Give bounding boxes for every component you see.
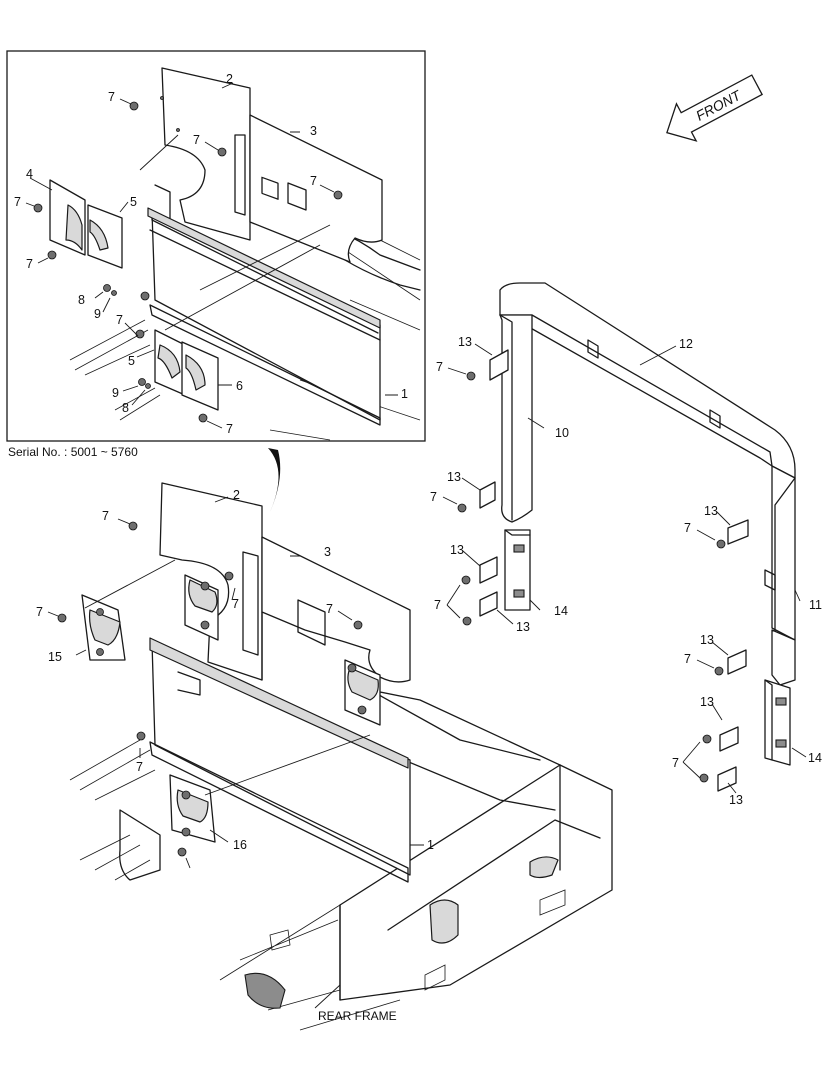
main-bolts — [57, 521, 363, 857]
part-12-bar — [499, 282, 796, 479]
inset-callout: 4 — [26, 167, 33, 181]
inset-bolts — [33, 101, 343, 423]
inset-callout: 7 — [26, 257, 33, 271]
guard-callout: 13 — [458, 335, 472, 349]
guard-callout: 13 — [700, 695, 714, 709]
serial-number-label: Serial No. : 5001 ~ 5760 — [8, 445, 138, 459]
guard-callout-extra: 13 — [729, 793, 743, 807]
guard-callout: 10 — [555, 426, 569, 440]
inset-callout: 9 — [112, 386, 119, 400]
part-15-clamp — [81, 594, 126, 661]
inset-callouts: 7 2 7 3 7 4 7 5 7 8 9 7 5 6 9 8 7 1 — [14, 72, 408, 436]
rear-frame: REAR FRAME — [69, 689, 613, 1031]
inset-detail: 7 2 7 3 7 4 7 5 7 8 9 7 5 6 9 8 7 1 — [6, 50, 426, 442]
inset-callout: 2 — [226, 72, 233, 86]
guard-callout: 14 — [808, 751, 822, 765]
part-14-block-right — [764, 679, 791, 766]
guard-callout: 7 — [672, 756, 679, 770]
inset-callout: 8 — [78, 293, 85, 307]
part-10-post — [499, 314, 533, 523]
main-callout: 7 — [102, 509, 109, 523]
inset-callout: 7 — [193, 133, 200, 147]
inset-part-2-plate — [161, 67, 251, 241]
part-14-block-left — [504, 529, 531, 611]
inset-callout: 5 — [128, 354, 135, 368]
guard-callout: 7 — [434, 598, 441, 612]
guard-callout: 7 — [430, 490, 437, 504]
part-3-plate — [261, 536, 411, 683]
inset-callout: 8 — [122, 401, 129, 415]
main-callout: 16 — [233, 838, 247, 852]
main-callout: 15 — [48, 650, 62, 664]
guard-callouts: 13 7 12 10 13 7 13 7 14 13 7 11 13 7 13 … — [430, 335, 822, 770]
inset-callout: 9 — [94, 307, 101, 321]
main-callout: 7 — [36, 605, 43, 619]
main-callout: 3 — [324, 545, 331, 559]
part-16-clamp — [169, 774, 216, 843]
inset-callout: 3 — [310, 124, 317, 138]
main-assembly: REAR FRAME — [36, 482, 613, 1031]
inset-clamp-lower — [154, 329, 219, 411]
inset-callout: 5 — [130, 195, 137, 209]
guard-callout: 13 — [516, 620, 530, 634]
guard-callout: 12 — [679, 337, 693, 351]
guard-callout: 13 — [450, 543, 464, 557]
inset-callout: 7 — [310, 174, 317, 188]
main-callout: 2 — [233, 488, 240, 502]
guard-callout: 7 — [684, 521, 691, 535]
inset-callout: 1 — [401, 387, 408, 401]
main-callout: 1 — [427, 838, 434, 852]
guard-callout: 14 — [554, 604, 568, 618]
guard-callout: 7 — [684, 652, 691, 666]
guard-bolts — [457, 371, 726, 783]
main-callout: 7 — [326, 602, 333, 616]
main-callouts: 2 7 3 7 7 15 7 16 7 1 — [36, 488, 434, 852]
guard-callout: 13 — [700, 633, 714, 647]
inset-callout: 6 — [236, 379, 243, 393]
inset-callout: 7 — [14, 195, 21, 209]
guard-callout: 13 — [447, 470, 461, 484]
inset-callout: 7 — [116, 313, 123, 327]
clamp-mid-right — [344, 659, 381, 726]
guard-frame: 13 7 12 10 13 7 13 7 14 13 7 11 13 7 13 … — [430, 282, 822, 807]
inset-callout: 7 — [226, 422, 233, 436]
front-direction-arrow: FRONT — [666, 74, 764, 142]
clips-13 — [479, 349, 749, 792]
guard-callout: 13 — [704, 504, 718, 518]
guard-callout: 11 — [809, 598, 822, 612]
clamp-upper-left — [184, 574, 219, 641]
rear-frame-caption: REAR FRAME — [318, 1009, 397, 1023]
main-callout: 7 — [232, 597, 239, 611]
inset-callout: 7 — [108, 90, 115, 104]
inset-part-3-plate — [249, 114, 383, 263]
main-callout: 7 — [136, 760, 143, 774]
guard-callout: 7 — [436, 360, 443, 374]
inset-pointer-arrow — [268, 448, 281, 512]
inset-clamp-upper — [49, 179, 123, 269]
